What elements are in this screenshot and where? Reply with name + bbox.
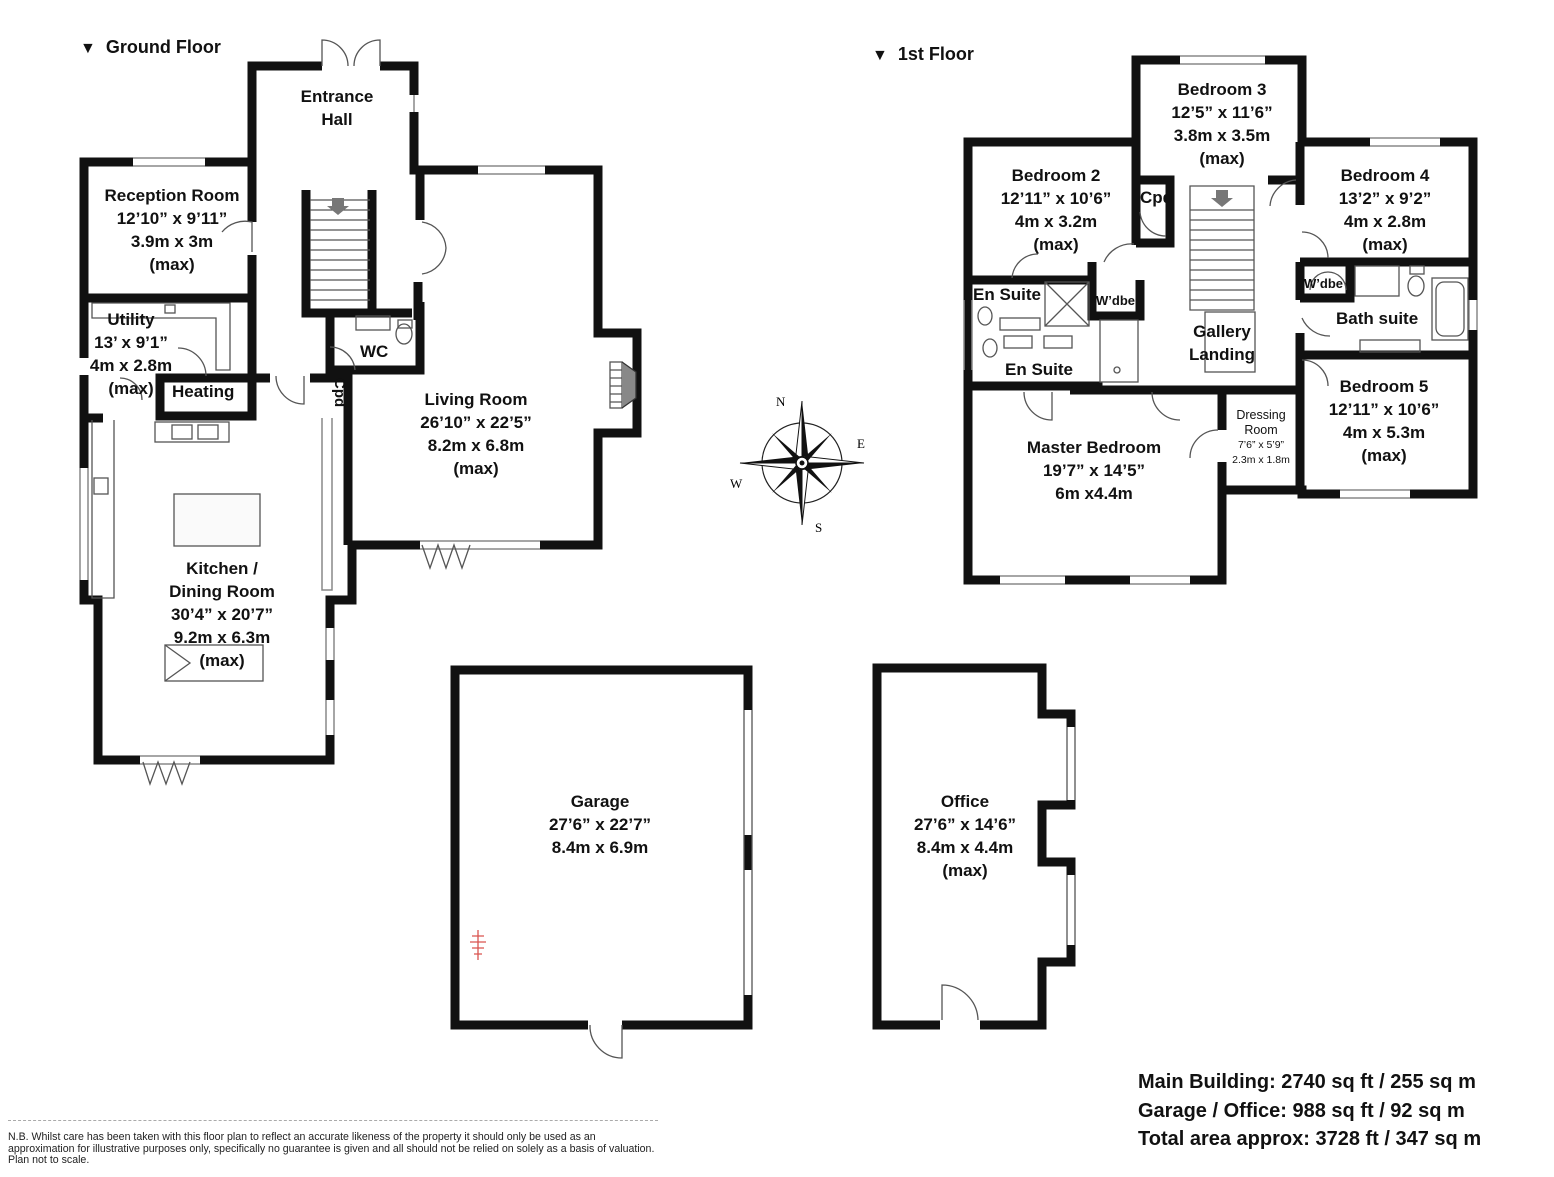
first-stairs (1189, 185, 1255, 311)
compass-e: E (857, 436, 865, 451)
ground-floor-title: ▼ Ground Floor (80, 37, 221, 58)
room-wardrobe-1: W’dbe (1096, 293, 1135, 308)
ground-floor-windows (79, 95, 545, 765)
compass-w: W (730, 476, 743, 491)
room-cupboard-ground: Cpd (331, 378, 348, 408)
room-heating: Heating (172, 382, 235, 401)
room-dressing: Dressing Room 7’6” x 5’9” 2.3m x 1.8m (1232, 408, 1290, 466)
compass-n: N (776, 394, 786, 409)
room-bedroom-3: Bedroom 3 12’5” x 11’6” 3.8m x 3.5m (max… (1171, 80, 1273, 168)
disclaimer-divider (8, 1120, 658, 1121)
ground-floor-fixtures (91, 39, 637, 787)
ground-floor-walls (79, 61, 642, 765)
room-bath-suite: Bath suite (1336, 309, 1419, 328)
total-garage-office: Garage / Office: 988 sq ft / 92 sq m (1138, 1099, 1465, 1122)
room-utility: Utility 13’ x 9’1” 4m x 2.8m (max) (89, 310, 173, 398)
first-floor-title: ▼ 1st Floor (872, 44, 974, 65)
triangle-down-icon: ▼ (80, 40, 96, 57)
office-walls (872, 663, 1076, 1030)
disclaimer-text: N.B. Whilst care has been taken with thi… (8, 1131, 655, 1166)
total-area: Total area approx: 3728 ft / 347 sq m (1138, 1128, 1482, 1150)
room-wardrobe-2: W’dbe (1304, 276, 1343, 291)
compass-s: S (815, 520, 822, 535)
room-bedroom-2: Bedroom 2 12’11” x 10’6” 4m x 3.2m (max) (1000, 166, 1112, 254)
total-main-building: Main Building: 2740 sq ft / 255 sq m (1138, 1071, 1476, 1093)
room-wc: WC (360, 342, 389, 361)
area-totals: Main Building: 2740 sq ft / 255 sq m Gar… (1138, 1068, 1481, 1154)
office-fixtures (941, 727, 1076, 1021)
room-kitchen-dining: Kitchen / Dining Room 30’4” x 20’7” 9.2m… (169, 559, 275, 670)
room-living: Living Room 26’10” x 22’5” 8.2m x 6.8m (… (420, 390, 532, 478)
room-en-suite-1: En Suite (973, 285, 1042, 304)
first-floor-windows (963, 55, 1478, 585)
first-floor-fixtures (977, 179, 1469, 459)
first-floor-title-text: 1st Floor (897, 44, 974, 64)
room-en-suite-2: En Suite (1005, 360, 1074, 379)
garage-walls (450, 665, 753, 1030)
room-garage: Garage 27’6” x 22’7” 8.4m x 6.9m (548, 792, 652, 857)
room-cupboard-first: Cpd (1140, 188, 1174, 207)
room-entrance-hall: Entrance Hall (300, 87, 374, 129)
garage-consumer-unit (470, 930, 486, 960)
room-reception: Reception Room 12’10” x 9’11” 3.9m x 3m … (104, 186, 240, 274)
ground-floor-title-text: Ground Floor (105, 37, 221, 57)
room-bedroom-4: Bedroom 4 13’2” x 9’2” 4m x 2.8m (max) (1338, 166, 1432, 254)
room-bedroom-5: Bedroom 5 12’11” x 10’6” 4m x 5.3m (max) (1328, 377, 1440, 465)
triangle-down-icon: ▼ (872, 47, 888, 64)
room-office: Office 27’6” x 14’6” 8.4m x 4.4m (max) (913, 792, 1017, 880)
room-master-bedroom: Master Bedroom 19’7” x 14’5” 6m x4.4m (1026, 438, 1162, 503)
compass-rose (739, 400, 865, 526)
first-floor-walls (963, 55, 1478, 585)
ground-stairs (310, 199, 370, 301)
room-gallery-landing: Gallery Landing (1188, 322, 1256, 364)
garage-fixtures (470, 710, 753, 1059)
